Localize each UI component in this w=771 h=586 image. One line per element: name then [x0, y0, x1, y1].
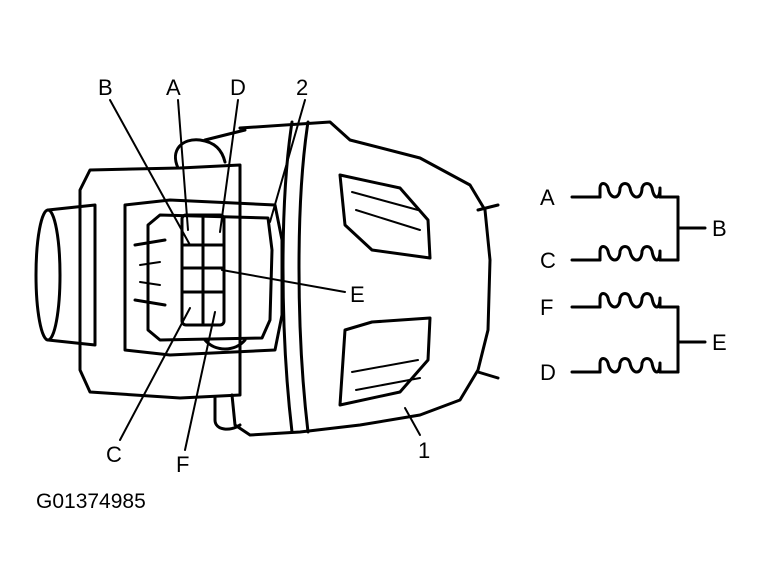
- schematic-label-b: B: [712, 216, 727, 241]
- leader-e: [221, 269, 346, 293]
- figure-code: G01374985: [36, 490, 146, 513]
- leader-lines: [109, 99, 421, 451]
- schematic-label-a: A: [540, 185, 555, 210]
- schematic-label-e: E: [712, 330, 727, 355]
- schematic-label-d: D: [540, 360, 556, 385]
- callout-a: A: [166, 75, 181, 100]
- leader-2: [269, 99, 306, 223]
- leader-1: [404, 407, 421, 436]
- callout-1: 1: [418, 438, 430, 463]
- leader-d: [219, 99, 239, 233]
- leader-b: [109, 99, 191, 246]
- component-body: [34, 120, 500, 437]
- leader-a: [177, 99, 189, 231]
- coil-schematic: A C F D B E: [540, 182, 727, 385]
- callout-c: C: [106, 442, 122, 467]
- schematic-label-f: F: [540, 295, 553, 320]
- callout-labels: B A D 2 E C F 1: [98, 75, 430, 477]
- callout-2: 2: [296, 75, 308, 100]
- leader-c: [119, 307, 191, 441]
- callout-f: F: [176, 452, 189, 477]
- leader-f: [184, 311, 216, 451]
- callout-e: E: [350, 282, 365, 307]
- callout-b: B: [98, 75, 113, 100]
- schematic-label-c: C: [540, 248, 556, 273]
- callout-d: D: [230, 75, 246, 100]
